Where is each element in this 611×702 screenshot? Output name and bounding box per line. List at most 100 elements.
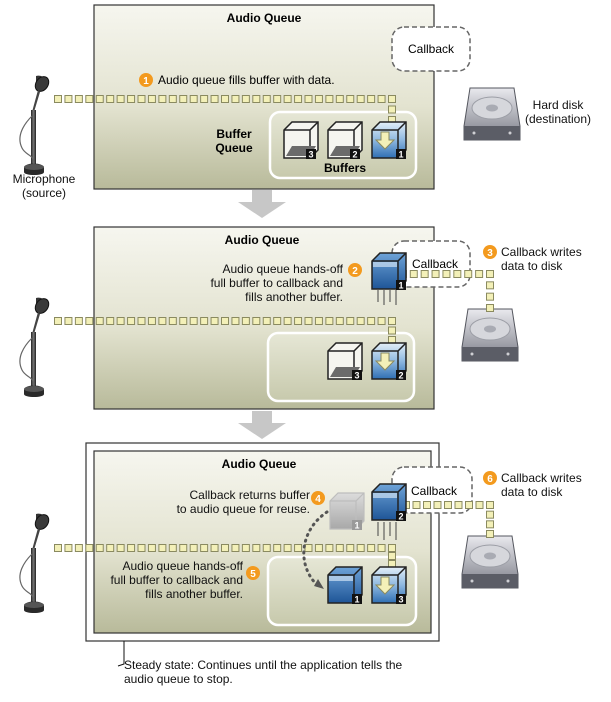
data-flow-dot [388, 105, 396, 114]
buffers-label: Buffers [324, 161, 366, 175]
data-flow-dot [231, 544, 240, 552]
data-flow-dot [273, 317, 282, 325]
data-flow-dot [388, 95, 396, 103]
step-5-badge [246, 566, 260, 580]
svg-text:2: 2 [352, 266, 358, 277]
data-flow-dot [314, 317, 323, 325]
data-flow-paths [54, 95, 494, 568]
data-flow-dot [158, 317, 167, 325]
data-flow-dot [221, 317, 229, 325]
callback-label-2: Callback [412, 257, 459, 271]
data-flow-dot [252, 95, 261, 103]
data-flow-dot [356, 95, 365, 103]
buffer-number-badge [396, 511, 406, 521]
data-flow-dot [262, 95, 271, 103]
step-3-text: Callback writes data to disk [501, 245, 582, 273]
step-5-text: Audio queue hands-off full buffer to cal… [110, 559, 243, 601]
data-flow-dot [54, 317, 62, 325]
data-flow-dot [412, 501, 421, 509]
hard-disk-icon [461, 535, 519, 589]
data-flow-dot [388, 544, 396, 552]
data-flow-dot [241, 544, 250, 552]
down-arrow-icon [238, 411, 286, 439]
data-flow-dot [54, 95, 62, 103]
step-4-text: Callback returns buffer to audio queue f… [176, 488, 310, 516]
data-flow-dot [367, 317, 376, 325]
data-flow-dot [221, 95, 229, 103]
buffer-number: 2 [398, 371, 403, 381]
data-flow-dot [486, 281, 494, 290]
data-flow-dot [335, 317, 344, 325]
svg-text:1: 1 [143, 76, 149, 87]
data-flow-dot [74, 95, 83, 103]
panel-1: Audio Queue Callback 1 Audio queue fills… [93, 4, 471, 190]
data-flow-dot [283, 95, 292, 103]
step-2-badge [348, 263, 362, 277]
data-flow-dot [200, 317, 209, 325]
step-1-badge [139, 73, 153, 87]
data-flow-dot [147, 317, 156, 325]
buffer-number: 3 [354, 371, 359, 381]
data-flow-dot [454, 501, 463, 509]
data-flow-dot [346, 317, 355, 325]
data-flow-dot [221, 544, 229, 552]
data-flow-dot [168, 317, 177, 325]
data-flow-dot [388, 317, 396, 325]
data-flow-dot [200, 95, 209, 103]
data-flow-dot [388, 326, 396, 335]
data-flow-dot [325, 544, 334, 552]
data-flow-dot [283, 544, 292, 552]
data-flow-dot [116, 95, 125, 103]
data-flow-dot [74, 544, 83, 552]
data-flow-dot [486, 292, 494, 301]
data-flow-dot [241, 95, 250, 103]
buffer-number-badge [396, 149, 406, 159]
step-6-badge [483, 471, 497, 485]
data-flow-dot [294, 544, 303, 552]
buffer-number: 1 [398, 281, 403, 291]
callback-label: Callback [408, 42, 455, 56]
callback-box [391, 26, 471, 72]
microphone-icon [19, 295, 53, 398]
data-flow-dot [210, 317, 219, 325]
data-flow-dot [231, 317, 240, 325]
buffer-number-badge [352, 520, 362, 530]
data-flow-dot [64, 544, 73, 552]
data-flow-dot [116, 317, 125, 325]
data-flow-dot [116, 544, 125, 552]
data-flow-dot [335, 544, 344, 552]
data-flow-dot [106, 95, 115, 103]
svg-text:3: 3 [487, 248, 493, 259]
buffer-number: 2 [398, 512, 403, 522]
data-flow-dot [423, 501, 431, 509]
data-flow-dot [252, 317, 261, 325]
buffer-number-badge [352, 594, 362, 604]
data-flow-dot [252, 544, 261, 552]
data-flow-dot [210, 95, 219, 103]
hard-disk-icon [461, 308, 519, 362]
microphone-icon [19, 73, 53, 176]
data-flow-dot [262, 544, 271, 552]
microphone-label: Microphone (source) [12, 172, 76, 200]
data-flow-dot [346, 95, 355, 103]
data-flow-dot [346, 544, 355, 552]
data-flow-dot [127, 95, 136, 103]
data-flow-dot [54, 544, 62, 552]
data-flow-dot [486, 530, 494, 538]
data-flow-dot [127, 544, 136, 552]
data-flow-dot [95, 317, 104, 325]
data-flow-dot [210, 544, 219, 552]
data-flow-dot [409, 270, 418, 278]
data-flow-dot [137, 317, 146, 325]
data-flow-dot [200, 544, 209, 552]
data-flow-dot [465, 501, 473, 509]
data-flow-dot [314, 544, 323, 552]
data-flow-dot [304, 317, 313, 325]
data-flow-dot [179, 544, 188, 552]
data-flow-dot [262, 317, 271, 325]
data-flow-dot [475, 270, 484, 278]
down-arrow-icon [238, 190, 286, 218]
